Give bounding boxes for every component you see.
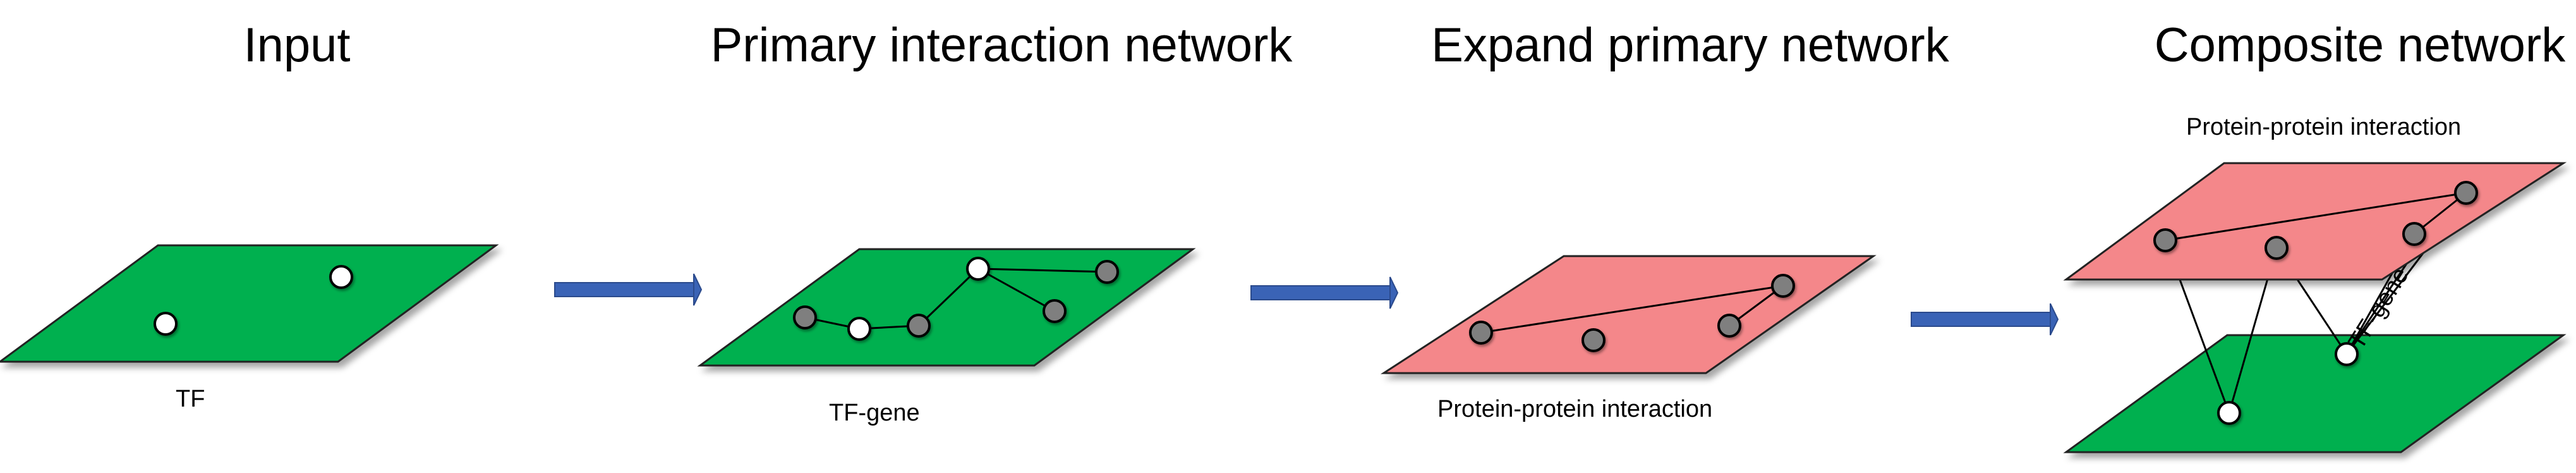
tf-node — [2217, 401, 2241, 425]
protein-node — [2265, 236, 2289, 260]
panel-title-primary: Primary interaction network — [710, 18, 1293, 72]
protein-node — [2153, 228, 2177, 252]
composite-top-label: Protein-protein interaction — [2186, 114, 2462, 140]
arrow-right — [554, 273, 703, 306]
gene-node — [1095, 260, 1119, 284]
input-panel — [0, 244, 499, 363]
panel-title-expand: Expand primary network — [1431, 18, 1949, 72]
arrow-right — [1250, 276, 1399, 309]
red-plane — [2063, 162, 2567, 281]
primary-panel — [697, 248, 1196, 367]
tf-node — [329, 265, 353, 289]
protein-node — [2402, 222, 2426, 246]
tf-node — [847, 317, 871, 341]
protein-node — [1771, 274, 1795, 298]
primary-plane-label: TF-gene — [829, 400, 920, 426]
protein-node — [1469, 321, 1493, 345]
arrow-right — [1911, 303, 2059, 336]
panel-title-input: Input — [243, 18, 351, 72]
protein-node — [1581, 328, 1605, 352]
expand-panel — [1380, 255, 1877, 374]
tf-node — [154, 312, 178, 336]
red-plane — [1380, 255, 1877, 374]
tf-node — [2335, 342, 2359, 366]
expand-plane-label: Protein-protein interaction — [1437, 396, 1713, 422]
gene-node — [907, 314, 931, 338]
input-plane-label: TF — [176, 386, 205, 412]
gene-node — [1043, 299, 1067, 323]
protein-node — [2454, 181, 2478, 205]
green-plane — [697, 248, 1196, 367]
composite-panel: TF-gene — [2063, 162, 2567, 453]
green-plane — [2063, 334, 2567, 453]
panel-title-composite: Composite network — [2154, 18, 2566, 72]
green-plane — [0, 244, 499, 363]
protein-node — [1717, 314, 1741, 338]
gene-node — [793, 305, 817, 329]
tf-node — [966, 257, 990, 281]
